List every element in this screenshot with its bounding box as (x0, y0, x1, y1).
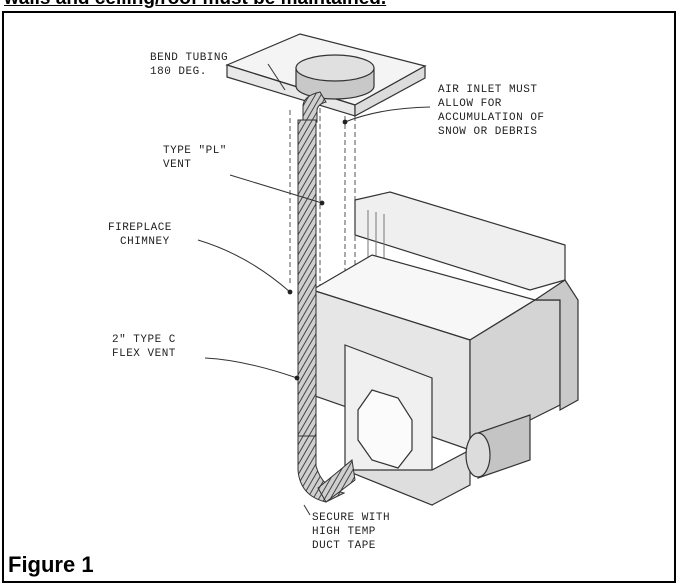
label-bend-tubing: BEND TUBING 180 DEG. (150, 52, 235, 78)
figure-frame (2, 11, 676, 583)
label-duct-tape-line1: SECURE WITH (312, 512, 390, 524)
leader-dots (287, 119, 348, 381)
heading-text: walls and ceiling/roof must be maintaine… (4, 0, 674, 10)
label-flex-vent: 2" TYPE C FLEX VENT (112, 334, 183, 360)
label-pl-vent: TYPE "PL" VENT (163, 145, 234, 171)
label-duct-tape-line3: DUCT TAPE (312, 540, 376, 552)
label-duct-tape: SECURE WITH HIGH TEMP DUCT TAPE (312, 512, 397, 552)
label-air-inlet-line3: ACCUMULATION OF (438, 112, 545, 124)
label-air-inlet-line4: SNOW OR DEBRIS (438, 126, 537, 138)
air-inlet-cap (295, 54, 375, 100)
chimney-shaft (289, 100, 356, 290)
label-pl-vent-line2: VENT (163, 159, 191, 171)
octagon-opening (357, 389, 413, 469)
label-fireplace-chimney-line2: CHIMNEY (120, 236, 170, 248)
label-pl-vent-line1: TYPE "PL" (163, 145, 227, 157)
stove-body (310, 191, 579, 506)
figure-caption: Figure 1 (8, 552, 94, 577)
outlet-pipe (465, 414, 531, 479)
label-bend-tubing-line2: 180 DEG. (150, 66, 207, 78)
label-air-inlet: AIR INLET MUST ALLOW FOR ACCUMULATION OF… (438, 84, 552, 138)
label-air-inlet-line1: AIR INLET MUST (438, 84, 537, 96)
leader-lines (197, 63, 431, 516)
label-flex-vent-line1: 2" TYPE C (112, 334, 176, 346)
label-fireplace-chimney-line1: FIREPLACE (108, 222, 172, 234)
label-air-inlet-line2: ALLOW FOR (438, 98, 502, 110)
label-bend-tubing-line1: BEND TUBING (150, 52, 228, 64)
label-flex-vent-line2: FLEX VENT (112, 348, 176, 360)
label-fireplace-chimney: FIREPLACE CHIMNEY (108, 222, 179, 248)
label-duct-tape-line2: HIGH TEMP (312, 526, 376, 538)
